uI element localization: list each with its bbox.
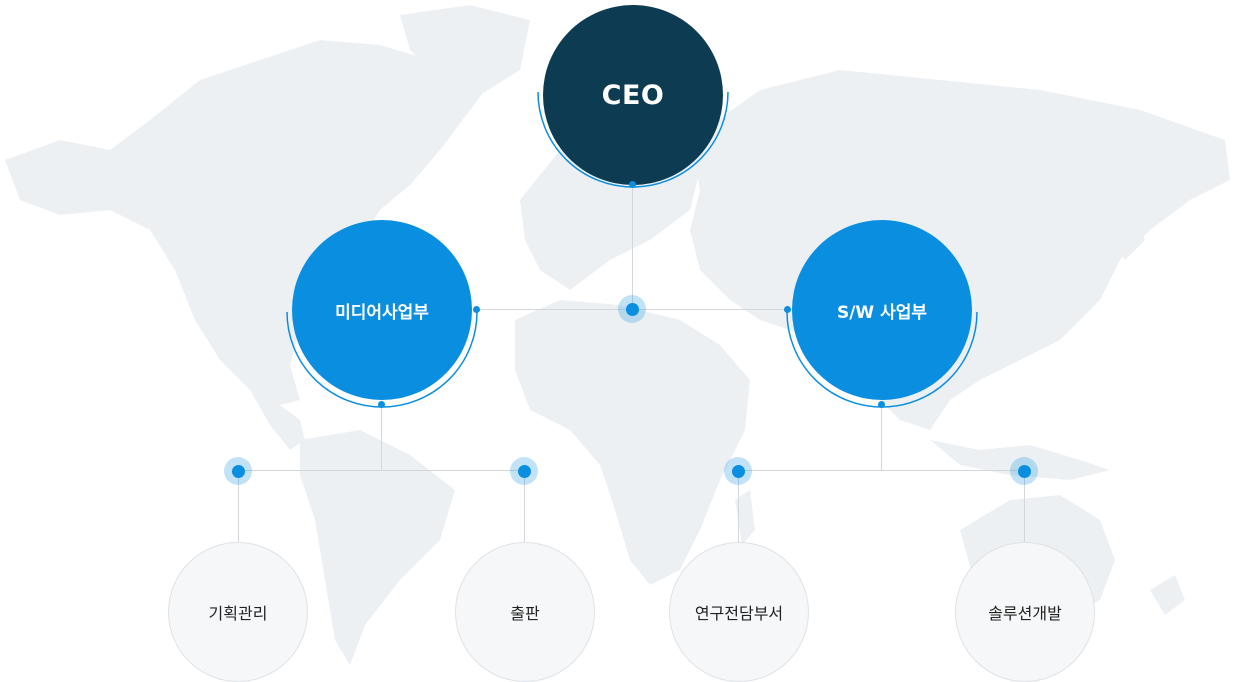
team-solution-node: 솔루션개발 xyxy=(955,542,1095,682)
ceo-node: CEO xyxy=(543,5,723,185)
division-1-bottom-dot xyxy=(378,401,385,408)
connector-teams-2 xyxy=(738,470,1025,471)
team-research-node: 연구전담부서 xyxy=(669,542,809,682)
division-media-label: 미디어사업부 xyxy=(335,302,429,323)
connector-team-1 xyxy=(238,470,239,542)
team-publishing-label: 출판 xyxy=(510,604,540,623)
ceo-dot xyxy=(629,181,636,188)
team-2-dot xyxy=(510,457,538,485)
connector-team-3 xyxy=(738,470,739,542)
team-1-dot xyxy=(224,457,252,485)
division-sw-label: S/W 사업부 xyxy=(836,302,928,323)
connector-division-2 xyxy=(881,405,882,471)
team-research-label: 연구전담부서 xyxy=(694,604,784,623)
hub-dot xyxy=(618,295,646,323)
team-solution-label: 솔루션개발 xyxy=(988,604,1062,623)
team-planning-label: 기획관리 xyxy=(208,604,268,623)
ceo-label: CEO xyxy=(601,79,665,111)
division-media-node: 미디어사업부 xyxy=(292,220,472,400)
division-2-left-dot xyxy=(784,306,791,313)
division-2-bottom-dot xyxy=(878,401,885,408)
division-sw-node: S/W 사업부 xyxy=(792,220,972,400)
team-publishing-node: 출판 xyxy=(455,542,595,682)
team-planning-node: 기획관리 xyxy=(168,542,308,682)
connector-team-4 xyxy=(1024,470,1025,542)
team-3-dot xyxy=(724,457,752,485)
connector-division-1 xyxy=(381,405,382,471)
connector-ceo xyxy=(632,185,633,310)
team-4-dot xyxy=(1010,457,1038,485)
division-1-right-dot xyxy=(473,306,480,313)
connector-team-2 xyxy=(524,470,525,542)
connector-teams-1 xyxy=(238,470,525,471)
